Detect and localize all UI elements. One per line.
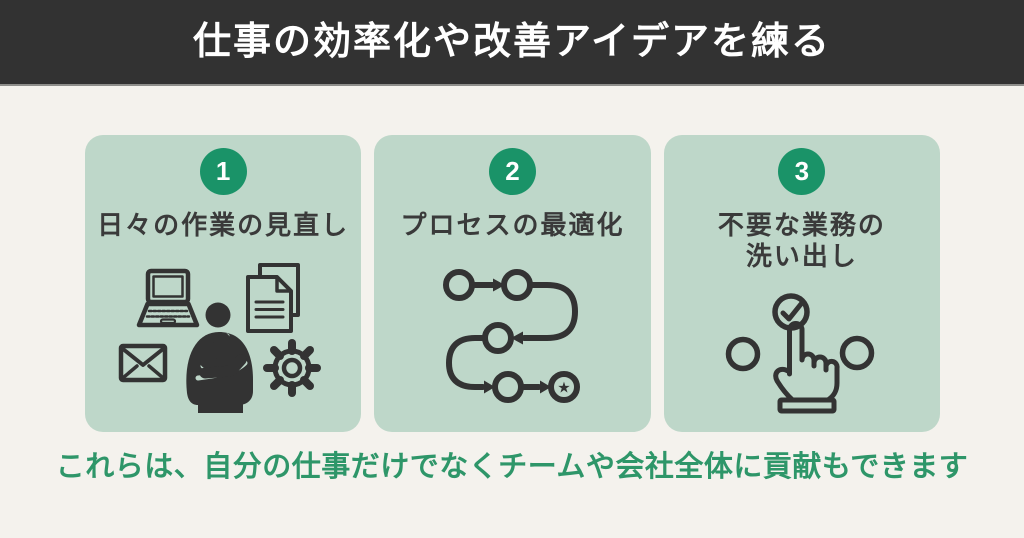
- step-number-badge: 3: [778, 148, 826, 195]
- page-title: 仕事の効率化や改善アイデアを練る: [192, 21, 832, 63]
- envelope-icon: [118, 343, 168, 382]
- card-icon-area: ★: [374, 241, 650, 432]
- cards-row: 1 日々の作業の見直し: [85, 135, 940, 432]
- card-daily-work-review: 1 日々の作業の見直し: [85, 135, 362, 432]
- card-task-elimination: 3 不要な業務の 洗い出し: [663, 135, 940, 432]
- step-number-badge: 1: [199, 148, 247, 195]
- caption-text: これらは、自分の仕事だけでなくチームや会社全体に貢献もできます: [55, 451, 969, 483]
- star-icon: ★: [558, 379, 571, 396]
- gear-icon: [263, 338, 322, 397]
- card-title: 不要な業務の 洗い出し: [717, 210, 886, 271]
- pointing-hand-icon: [773, 321, 840, 414]
- card-icon-area: [85, 241, 361, 432]
- documents-icon: [246, 262, 301, 333]
- thinking-person-icon: [186, 302, 254, 413]
- laptop-icon: [136, 268, 200, 327]
- page-header: 仕事の効率化や改善アイデアを練る: [0, 0, 1024, 86]
- card-icon-area: [664, 272, 940, 432]
- option-circle-left-icon: [725, 336, 761, 372]
- option-circle-right-icon: [839, 335, 875, 371]
- step-number-badge: 2: [488, 148, 536, 195]
- card-title: 日々の作業の見直し: [97, 210, 350, 240]
- card-process-optimization: 2 プロセスの最適化: [374, 135, 651, 432]
- process-flow-icon: ★: [443, 268, 581, 403]
- daily-work-icons: [118, 262, 322, 413]
- task-selection-icon: [725, 293, 875, 414]
- card-title: プロセスの最適化: [400, 210, 625, 240]
